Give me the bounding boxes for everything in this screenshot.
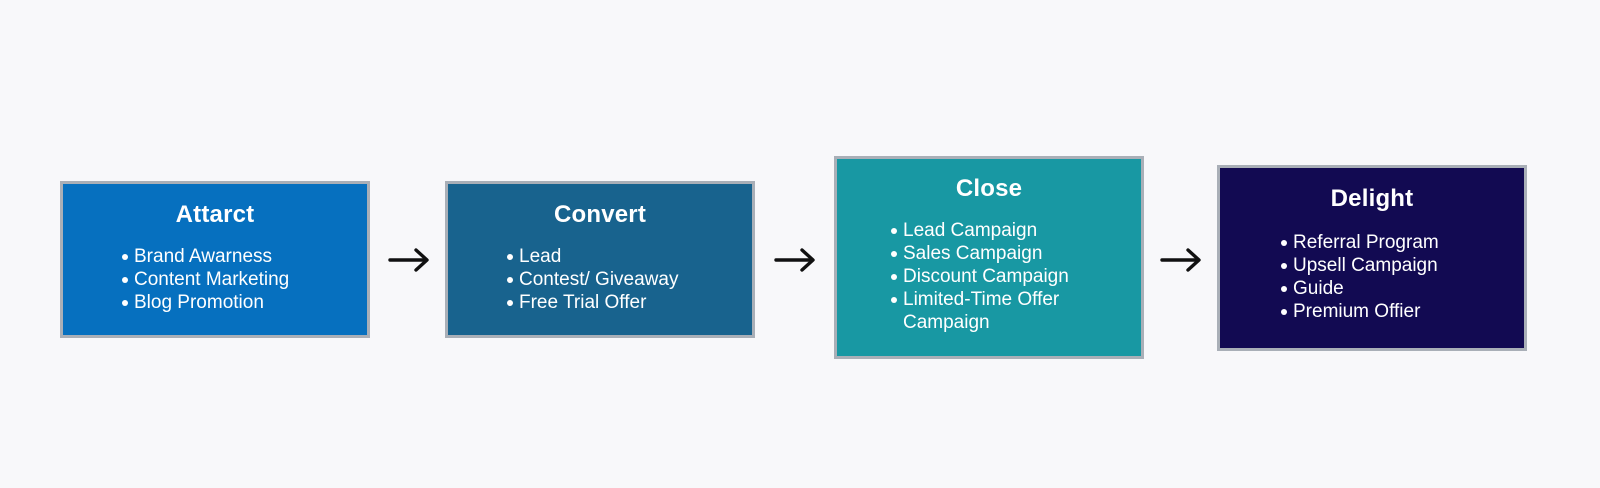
list-item: Content Marketing [122, 268, 289, 291]
right-arrow-icon [1160, 248, 1201, 272]
list-item: Free Trial Offer [507, 291, 678, 314]
right-arrow-icon [388, 248, 429, 272]
stage-box-close: Close Lead Campaign Sales Campaign Disco… [834, 156, 1144, 359]
right-arrow-icon [774, 248, 815, 272]
stage-box-convert: Convert Lead Contest/ Giveaway Free Tria… [445, 181, 755, 338]
list-item: Limited-Time Offer Campaign [891, 288, 1131, 334]
list-item: Upsell Campaign [1281, 254, 1439, 277]
stage-item-list: Referral Program Upsell Campaign Guide P… [1281, 231, 1439, 323]
list-item: Lead [507, 245, 678, 268]
stage-box-delight: Delight Referral Program Upsell Campaign… [1217, 165, 1527, 351]
stage-title: Attarct [175, 201, 255, 228]
list-item: Referral Program [1281, 231, 1439, 254]
stage-title: Close [955, 175, 1023, 202]
stage-item-list: Lead Campaign Sales Campaign Discount Ca… [891, 219, 1131, 334]
list-item: Discount Campaign [891, 265, 1131, 288]
stage-box-attract: Attarct Brand Awarness Content Marketing… [60, 181, 370, 338]
list-item: Sales Campaign [891, 242, 1131, 265]
list-item: Guide [1281, 277, 1439, 300]
list-item: Brand Awarness [122, 245, 289, 268]
stage-title: Delight [1330, 185, 1414, 212]
stage-title: Convert [553, 201, 647, 228]
stage-item-list: Brand Awarness Content Marketing Blog Pr… [122, 245, 289, 314]
list-item: Contest/ Giveaway [507, 268, 678, 291]
stage-item-list: Lead Contest/ Giveaway Free Trial Offer [507, 245, 678, 314]
list-item: Premium Offier [1281, 300, 1439, 323]
list-item: Blog Promotion [122, 291, 289, 314]
list-item: Lead Campaign [891, 219, 1131, 242]
